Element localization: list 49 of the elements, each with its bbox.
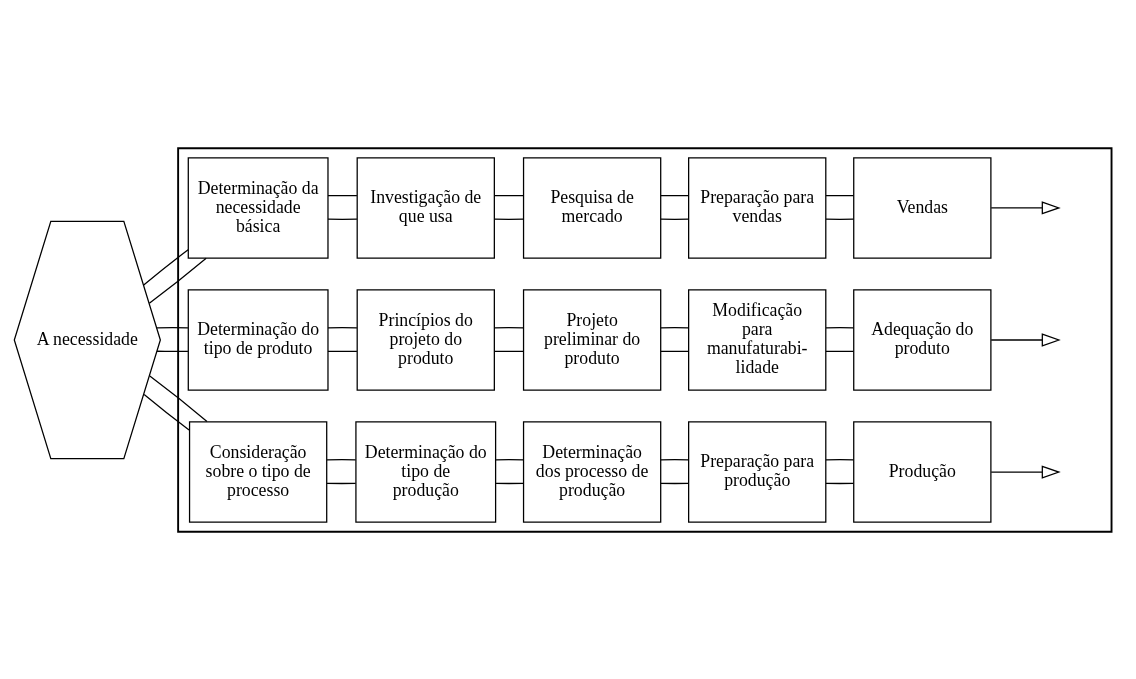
node-box: Princípios do projeto do produto	[356, 288, 495, 391]
arrow	[990, 464, 1061, 479]
connector	[149, 374, 208, 422]
connector	[156, 350, 189, 352]
connector	[148, 257, 207, 304]
connector	[825, 350, 855, 352]
node-box: Preparação para produção	[688, 420, 827, 523]
connector	[493, 218, 525, 220]
connector	[495, 458, 525, 460]
connector	[493, 194, 525, 196]
node-box: Consideração sobre o tipo de processo	[188, 420, 328, 523]
node-box: Vendas	[853, 156, 992, 259]
connector	[493, 326, 525, 328]
connector	[143, 248, 189, 286]
connector	[660, 458, 689, 460]
connector	[660, 194, 689, 196]
connector	[326, 482, 357, 484]
connector	[327, 326, 358, 328]
node-box: Preparação para vendas	[688, 156, 827, 259]
node-box: Adequação do produto	[853, 288, 992, 391]
node-box: Investigação de que usa	[356, 156, 495, 259]
connector	[327, 194, 358, 196]
connector	[493, 350, 525, 352]
node-box: Determinação da necessidade básica	[187, 156, 329, 259]
connector	[327, 218, 358, 220]
node-box: Determinação dos processo de produção	[522, 420, 662, 523]
cluster	[177, 146, 1113, 533]
node-box: Pesquisa de mercado	[522, 156, 662, 259]
node-box: Determinação do tipo de produto	[187, 288, 329, 391]
connector	[825, 326, 855, 328]
arrow	[990, 200, 1061, 215]
connector	[326, 458, 357, 460]
connector	[825, 482, 855, 484]
arrow	[990, 332, 1061, 347]
connector	[143, 393, 190, 431]
node-box: Modificação para manufaturabi- lidade	[688, 288, 827, 391]
node-box: Produção	[853, 420, 992, 523]
connector	[660, 218, 689, 220]
connector	[825, 194, 855, 196]
connector	[156, 326, 189, 328]
node-box: Projeto preliminar do produto	[522, 288, 662, 391]
connector	[825, 458, 855, 460]
node-box: Determinação do tipo de produção	[355, 420, 497, 523]
connector	[660, 350, 689, 352]
connector	[495, 482, 525, 484]
connector	[327, 350, 358, 352]
connector	[825, 218, 855, 220]
connector	[660, 482, 689, 484]
connector	[660, 326, 689, 328]
